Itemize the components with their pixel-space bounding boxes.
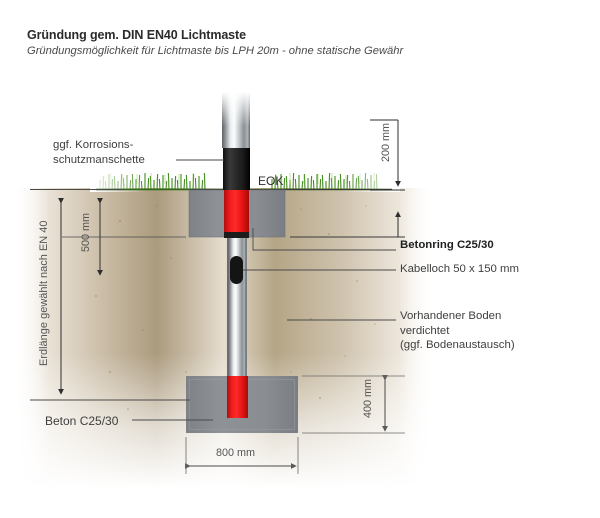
red-band-lower bbox=[227, 376, 248, 418]
light-mast-pole bbox=[222, 92, 250, 418]
label-eok: EOK bbox=[258, 174, 284, 188]
corrosion-sleeve bbox=[223, 148, 250, 190]
dimension-400mm bbox=[302, 374, 405, 434]
dimension-200mm bbox=[370, 119, 405, 191]
label-betonring: Betonring C25/30 bbox=[400, 239, 494, 251]
header: Gründung gem. DIN EN40 Lichtmaste Gründu… bbox=[27, 28, 403, 57]
red-band-upper bbox=[224, 190, 249, 232]
label-corrosion-sleeve: ggf. Korrosions- schutzmanschette bbox=[53, 139, 145, 166]
page-title: Gründung gem. DIN EN40 Lichtmaste bbox=[27, 28, 246, 42]
dimension-label-500mm: 500 mm bbox=[80, 212, 92, 252]
dimension-500mm bbox=[62, 197, 186, 276]
dimension-label-200mm: 200 mm bbox=[380, 122, 392, 162]
leader-betonring bbox=[252, 228, 396, 251]
page-subtitle: Gründungsmöglichkeit für Lichtmaste bis … bbox=[27, 45, 404, 57]
dimension-burial-length bbox=[30, 189, 190, 401]
label-beton-foundation: Beton C25/30 bbox=[45, 414, 119, 428]
dimension-label-400mm: 400 mm bbox=[362, 378, 374, 418]
dimension-800mm bbox=[184, 437, 299, 474]
cable-hole bbox=[230, 256, 243, 284]
label-kabelloch: Kabelloch 50 x 150 mm bbox=[400, 263, 520, 275]
dimension-label-800mm: 800 mm bbox=[216, 447, 256, 459]
label-existing-soil: Vorhandener Boden verdichtet (ggf. Boden… bbox=[400, 310, 515, 351]
soil-speckles bbox=[82, 205, 376, 410]
dimension-label-burial-length: Erdlänge gewählt nach EN 40 bbox=[38, 220, 50, 366]
ring-depth-extension bbox=[290, 211, 405, 238]
